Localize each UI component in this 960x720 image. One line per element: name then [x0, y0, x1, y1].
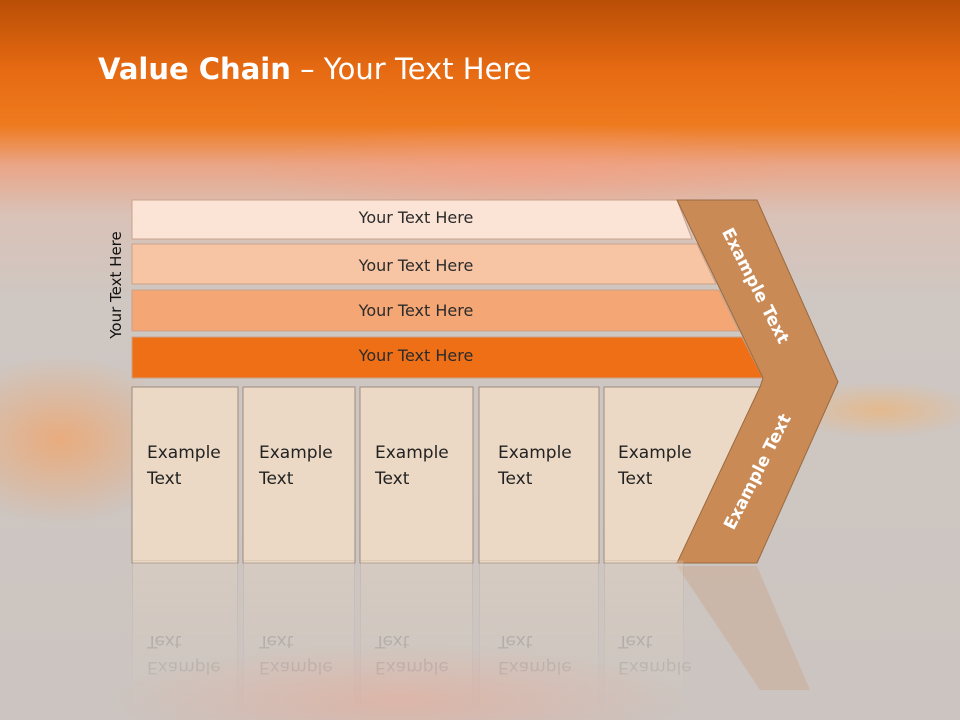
row-bar-1 — [131, 199, 693, 240]
row-label-3: Your Text Here — [358, 301, 474, 320]
row-label-1: Your Text Here — [358, 208, 474, 227]
activity-box-1 — [131, 386, 239, 564]
activity-box-4 — [478, 386, 600, 564]
activity-box-2 — [242, 386, 356, 564]
chevron-reflection — [677, 566, 810, 690]
page-title: Value Chain – Your Text Here — [98, 52, 532, 86]
row-label-2: Your Text Here — [358, 256, 474, 275]
margin-chevron — [676, 199, 839, 564]
row-bar-2 — [131, 243, 717, 285]
row-bar-3 — [131, 289, 740, 332]
row-label-4: Your Text Here — [358, 346, 474, 365]
activity-box-3 — [359, 386, 474, 564]
